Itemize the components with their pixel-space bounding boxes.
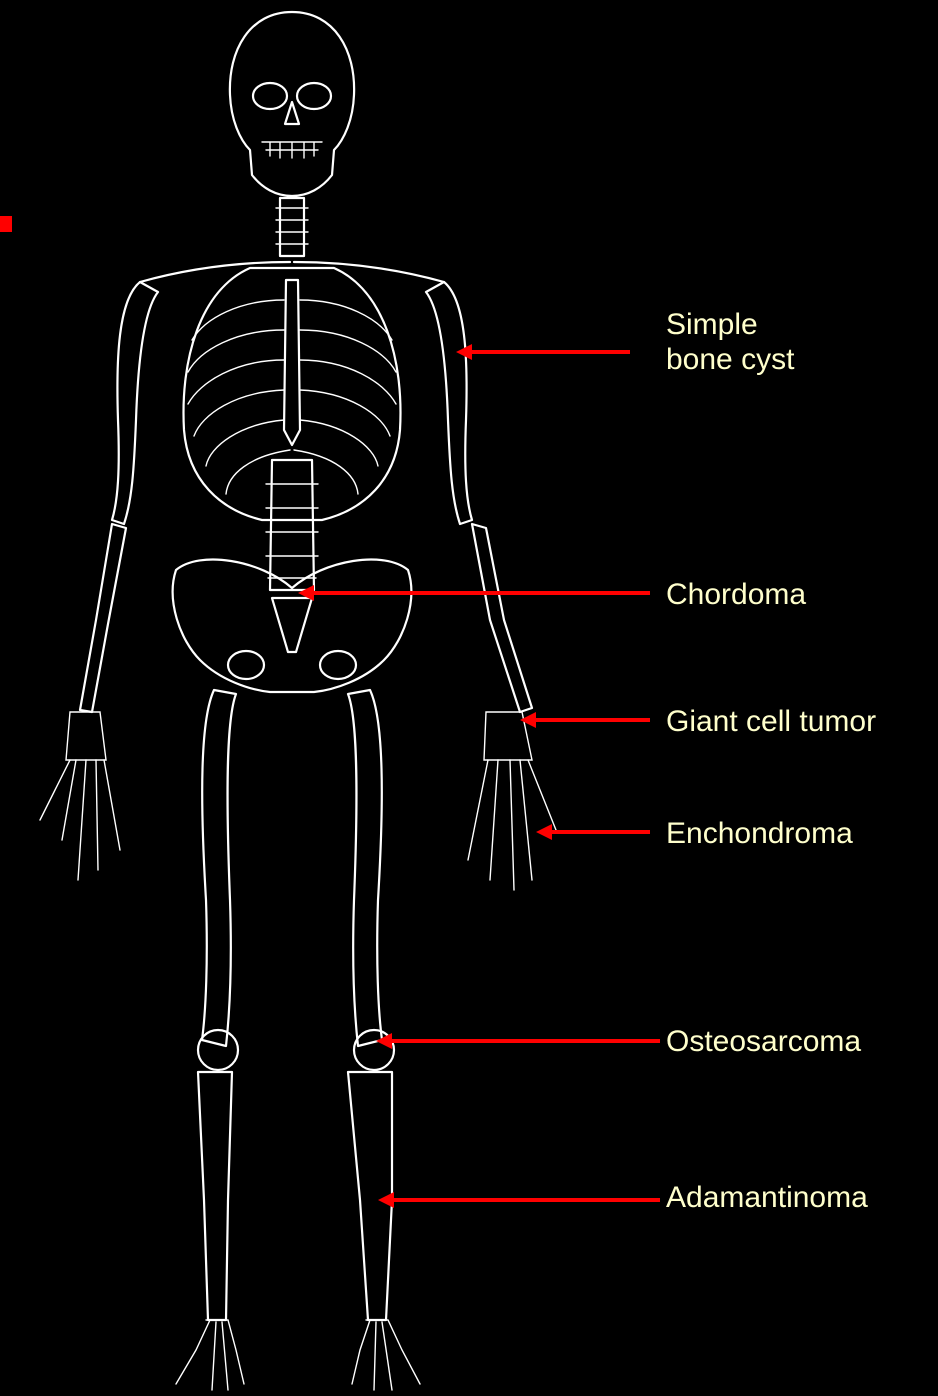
left-forearm	[80, 524, 126, 712]
corner-marker	[0, 216, 12, 232]
label-enchondroma: Enchondroma	[666, 816, 853, 851]
arrow-chordoma	[298, 585, 650, 601]
label-line: Osteosarcoma	[666, 1024, 861, 1059]
nasal-cavity	[285, 102, 299, 124]
rib-cage	[184, 268, 401, 520]
left-knee	[198, 1030, 238, 1070]
arrow-simple-bone-cyst	[456, 344, 630, 360]
cervical-spine	[280, 198, 304, 256]
label-line: Adamantinoma	[666, 1180, 868, 1215]
right-femur	[348, 690, 382, 1046]
left-obturator	[228, 651, 264, 679]
left-clavicle	[140, 262, 290, 282]
label-giant-cell-tumor: Giant cell tumor	[666, 704, 876, 739]
label-adamantinoma: Adamantinoma	[666, 1180, 868, 1215]
label-line: Enchondroma	[666, 816, 853, 851]
lumbar-spine	[270, 460, 314, 590]
left-hand	[40, 712, 120, 880]
left-humerus	[112, 282, 158, 524]
arrow-osteosarcoma	[0, 741, 660, 1049]
annotation-arrows	[0, 344, 660, 1208]
right-obturator	[320, 651, 356, 679]
right-humerus	[426, 282, 472, 524]
right-tibia	[348, 1072, 392, 1320]
right-orbit	[297, 83, 331, 109]
label-chordoma: Chordoma	[666, 577, 806, 612]
right-clavicle	[294, 262, 444, 282]
teeth	[262, 142, 322, 158]
label-osteosarcoma: Osteosarcoma	[666, 1024, 861, 1059]
label-line: Simple	[666, 307, 794, 342]
ribs	[188, 300, 396, 494]
label-simple-bone-cyst: Simple bone cyst	[666, 307, 794, 377]
arrow-enchondroma	[536, 824, 650, 840]
right-foot	[352, 1320, 420, 1390]
left-orbit	[253, 83, 287, 109]
arrow-adamantinoma	[378, 1192, 660, 1208]
skeleton-figure	[40, 12, 556, 1390]
label-line: bone cyst	[666, 342, 794, 377]
right-hand	[468, 712, 556, 890]
left-foot	[176, 1320, 244, 1390]
left-tibia	[198, 1072, 232, 1320]
arrow-giant-cell-tumor	[520, 712, 650, 728]
left-femur	[202, 690, 236, 1046]
pelvis	[173, 560, 412, 692]
label-line: Chordoma	[666, 577, 806, 612]
sacrum	[272, 598, 312, 652]
right-forearm	[472, 524, 532, 712]
sternum	[284, 280, 300, 445]
label-line: Giant cell tumor	[666, 704, 876, 739]
